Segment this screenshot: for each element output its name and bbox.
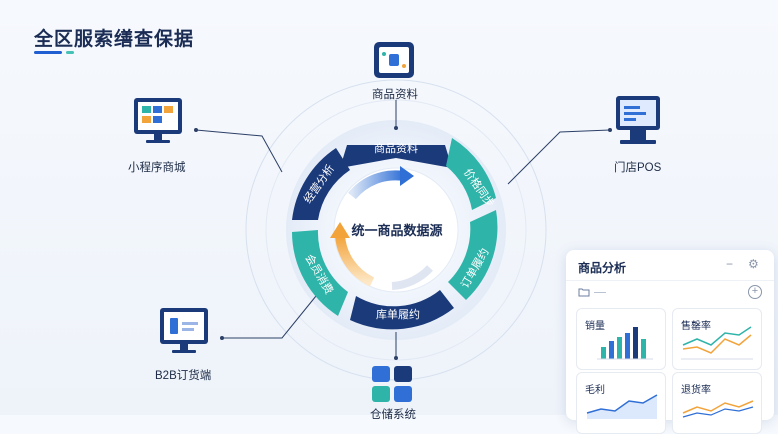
line-chart-icon [682,400,754,418]
minimize-button[interactable]: − [726,257,734,271]
metric-title: 退货率 [681,385,711,396]
page-title: 全区服索缮查保据 [34,29,195,50]
segment-order-fulfill [448,210,498,300]
metric-card-margin[interactable]: 毛利 [576,372,666,434]
connector-dot [194,128,198,132]
metric-card-sales[interactable]: 销量 [576,308,666,370]
connector-right-top [507,129,611,185]
cycle-arrowhead-orange [330,222,350,238]
connector-left-bottom [222,295,317,339]
metric-card-return[interactable]: 退货率 [672,372,762,434]
pos-terminal-icon [616,96,660,144]
metric-card-sellthrough[interactable]: 售罄率 [672,308,762,370]
cycle-arrow-orange [335,235,375,287]
panel-title: 商品分析 [578,261,627,275]
segment-warehouse-fulfill [350,290,454,330]
placeholder-line [594,292,606,293]
tablet-icon [374,42,414,78]
connector-dot [394,356,398,360]
node-label-bottom: 仓储系统 [370,409,416,421]
cycle-arrow-blue [348,170,405,200]
panel-divider [566,280,774,281]
segment-operation-analysis [292,148,350,220]
area-chart-icon [586,394,658,419]
node-label-right-top: 门店POS [614,162,662,174]
warehouse-icon [372,366,412,402]
title-underline-accent [66,51,74,54]
add-button[interactable]: + [748,285,762,299]
title-underline [34,51,62,54]
node-label-left-bottom: B2B订货端 [155,370,212,382]
node-label-left-top: 小程序商城 [128,162,186,174]
inner-circle [333,167,459,293]
line-chart-icon [681,326,753,360]
segment-label-4: 库单履约 [376,308,420,321]
connector-left-top [195,129,283,173]
monitor-icon-left-bottom [160,308,208,353]
bar-chart-icon [597,327,653,360]
ring-diagram: 商品资料 价格同步 订单履约 库单履约 会员消费 经营分析 [134,42,660,402]
ring-segments [292,138,498,330]
segment-label-1: 商品资料 [374,141,418,155]
connector-dot [608,128,612,132]
monitor-icon-left-top [134,98,182,143]
cycle-arrowhead-blue [400,166,414,186]
metric-title: 售罄率 [681,321,711,332]
node-label-top: 商品资料 [372,89,418,101]
connector-dot [394,126,398,130]
metric-title: 销量 [585,321,605,332]
settings-icon[interactable]: ⚙ [748,257,759,271]
segment-product-data [340,145,452,168]
connector-dot [220,336,224,340]
metric-title: 毛利 [585,385,605,396]
analysis-panel: 商品分析 − ⚙ + 销量 售罄率 毛利 退 [566,250,774,434]
segment-price-sync [446,138,496,210]
center-label: 统一商品数据源 [351,223,443,238]
folder-icon[interactable] [578,287,590,297]
cycle-arrow-grey [391,265,433,290]
segment-member-consume [292,230,348,316]
